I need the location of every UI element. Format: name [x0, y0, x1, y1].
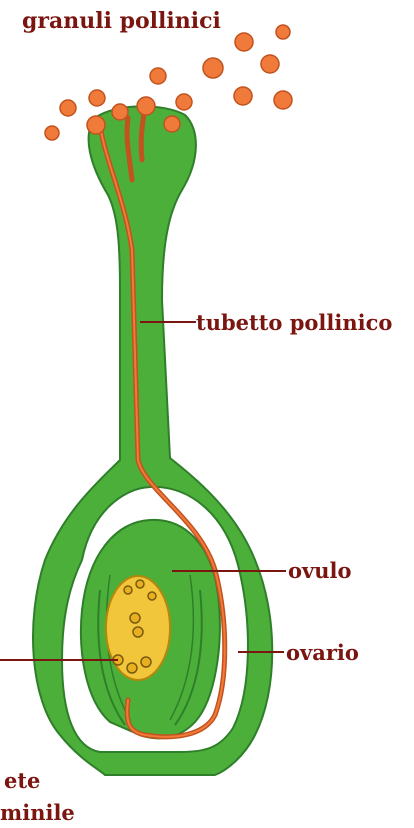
label-ovary: ovario: [286, 640, 359, 665]
label-pollen-tube: tubetto pollinico: [196, 310, 392, 335]
label-ovule: ovulo: [288, 558, 351, 583]
pollen-grains: [45, 25, 292, 140]
label-gamete-line1: ete: [4, 768, 40, 793]
label-gamete-line2: minile: [0, 800, 75, 825]
label-pollen-grains: granuli pollinici: [22, 8, 221, 34]
